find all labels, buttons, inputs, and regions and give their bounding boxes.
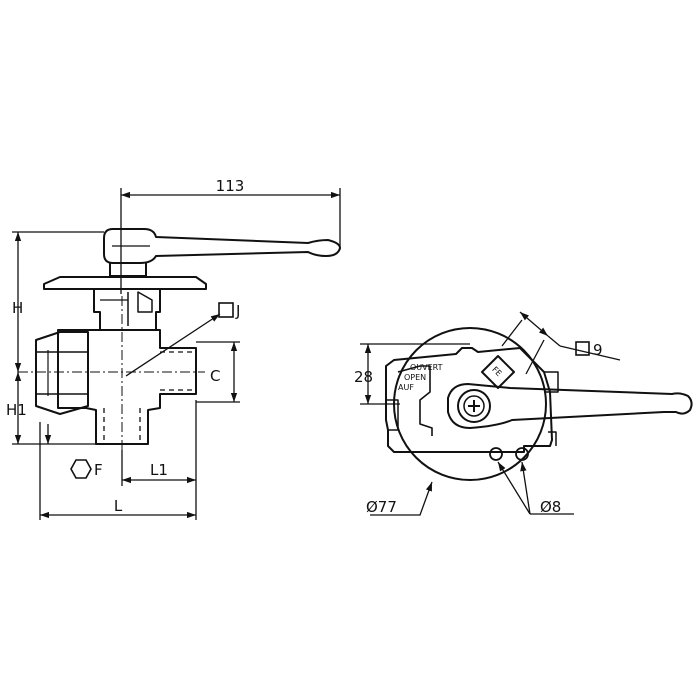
label-j: J [235, 302, 240, 320]
leader-j [125, 313, 221, 377]
screw-head [457, 389, 491, 423]
hole-right [515, 447, 529, 461]
stem [109, 263, 147, 277]
label-113: 113 [216, 177, 245, 195]
plate-text-open: OPEN [404, 373, 426, 382]
stop-text-fe: FE [490, 365, 503, 378]
top-dimensions [360, 311, 621, 516]
side-dimensions [12, 188, 341, 520]
plate-text-ouvert: OUVERT [410, 363, 443, 372]
side-view [18, 228, 341, 450]
label-d77: Ø77 [366, 498, 397, 516]
bonnet [93, 289, 161, 331]
square-symbol-j [218, 302, 234, 318]
top-labels: 28 9 Ø77 Ø8 OUVERT OPEN AUF FE [354, 341, 603, 516]
circular-plate [393, 327, 547, 481]
label-h1: H1 [6, 401, 27, 419]
square-symbol-9 [575, 341, 590, 356]
label-l1: L1 [150, 461, 168, 479]
hex-symbol [70, 459, 92, 479]
label-28: 28 [354, 368, 373, 386]
label-h: H [12, 299, 23, 317]
stop-plate [43, 276, 207, 290]
label-f: F [94, 461, 103, 479]
plate-text-auf: AUF [398, 383, 414, 392]
side-labels: 113 H H1 J C F L1 L [6, 177, 244, 515]
stop-block [481, 355, 515, 389]
label-c: C [210, 367, 220, 385]
label-l: L [114, 497, 123, 515]
label-9: 9 [593, 341, 603, 359]
top-handle [447, 383, 693, 429]
valve-body [18, 296, 205, 450]
handle-lever [103, 228, 341, 264]
hole-left [489, 447, 503, 461]
label-d8: Ø8 [540, 498, 561, 516]
